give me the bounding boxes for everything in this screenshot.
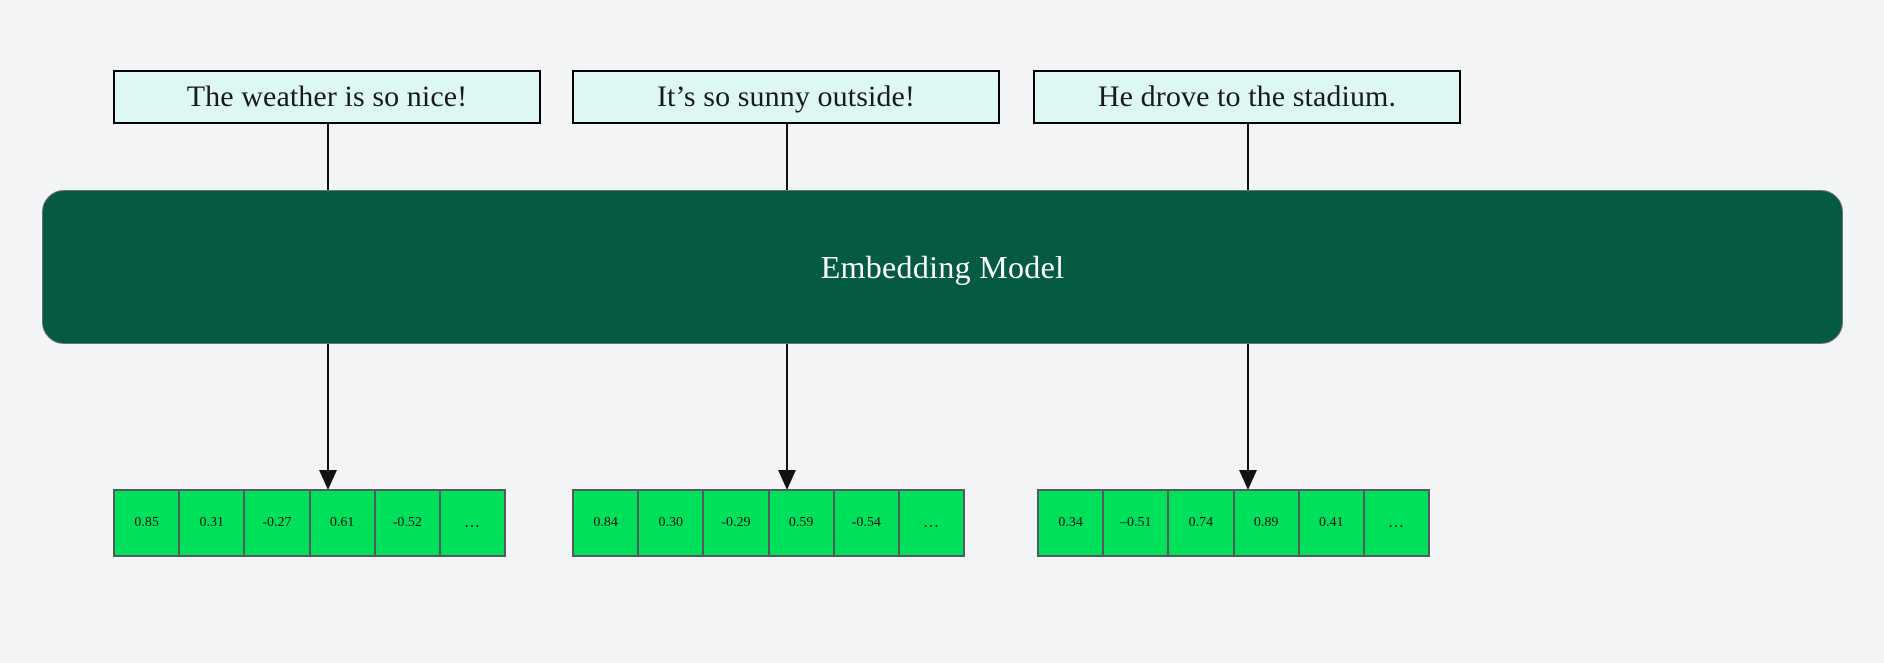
embedding-model-block[interactable]: Embedding Model [42,190,1843,344]
sentence-box-2[interactable]: It’s so sunny outside! [572,70,1000,124]
sentence-box-1[interactable]: The weather is so nice! [113,70,541,124]
vector-cell: 0.31 [178,489,246,557]
connector-sentence-3-to-model [1247,124,1249,190]
vector-cell: -0.27 [243,489,311,557]
embedding-vector-2: 0.84 0.30 -0.29 0.59 -0.54 … [572,489,966,557]
vector-cell: 0.41 [1297,489,1365,557]
arrow-down-icon-3 [1239,470,1257,490]
vector-cell: 0.61 [308,489,376,557]
vector-cell: 0.74 [1167,489,1235,557]
arrow-down-icon-2 [778,470,796,490]
vector-cell: 0.89 [1232,489,1300,557]
connector-sentence-2-to-model [786,124,788,190]
vector-cell: -0.29 [702,489,770,557]
embedding-model-label: Embedding Model [820,248,1065,285]
embedding-vector-1: 0.85 0.31 -0.27 0.61 -0.52 … [113,489,507,557]
sentence-text-1: The weather is so nice! [186,80,468,113]
vector-cell-ellipsis: … [1362,489,1431,557]
vector-cell-ellipsis: … [897,489,966,557]
embedding-vector-3: 0.34 –0.51 0.74 0.89 0.41 … [1037,489,1431,557]
arrow-down-icon-1 [319,470,337,490]
connector-model-to-vector-2 [786,344,788,472]
vector-cell: –0.51 [1102,489,1170,557]
vector-cell-ellipsis: … [438,489,507,557]
vector-cell: -0.52 [373,489,441,557]
sentence-text-2: It’s so sunny outside! [656,80,916,113]
vector-cell: 0.59 [767,489,835,557]
sentence-text-3: He drove to the stadium. [1097,80,1397,113]
vector-cell: 0.30 [637,489,705,557]
connector-sentence-1-to-model [327,124,329,190]
vector-cell: 0.85 [113,489,181,557]
connector-model-to-vector-3 [1247,344,1249,472]
vector-cell: -0.54 [832,489,900,557]
vector-cell: 0.84 [572,489,640,557]
connector-model-to-vector-1 [327,344,329,472]
sentence-box-3[interactable]: He drove to the stadium. [1033,70,1461,124]
vector-cell: 0.34 [1037,489,1105,557]
